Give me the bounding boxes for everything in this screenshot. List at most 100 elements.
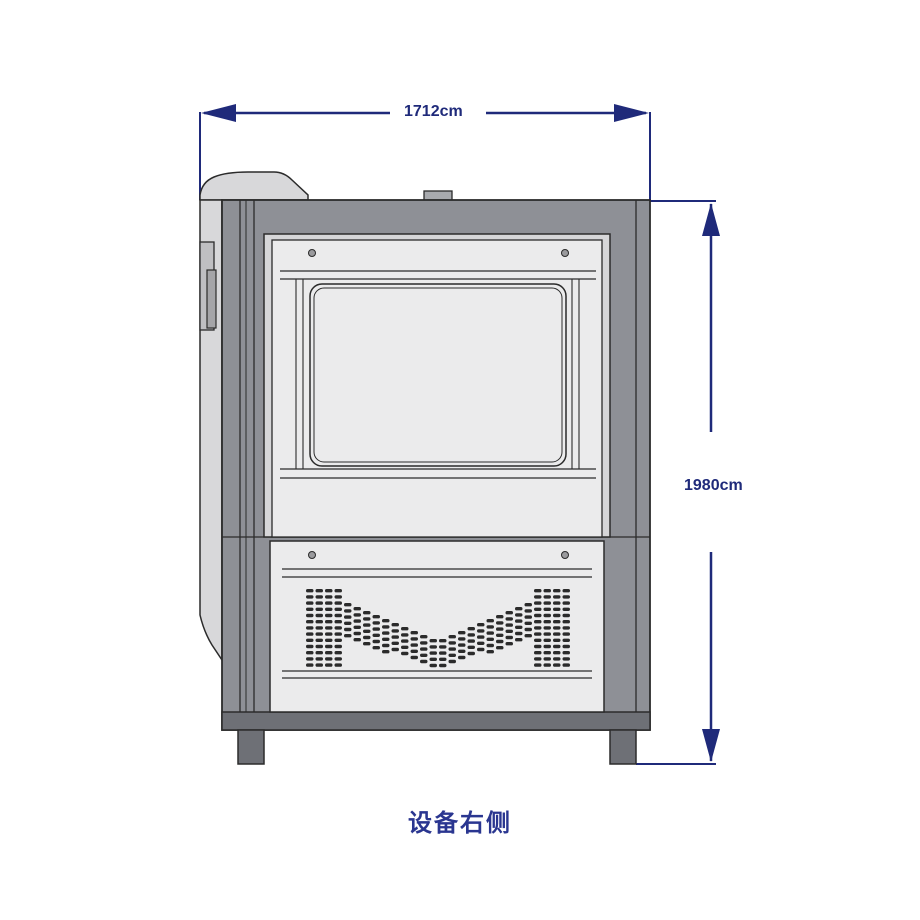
- vent-slot: [325, 607, 333, 611]
- vent-slot: [344, 603, 352, 607]
- screw-icon: [561, 249, 569, 257]
- vent-slot: [534, 601, 542, 605]
- upper-panel: [263, 233, 611, 538]
- vent-slot: [334, 613, 342, 618]
- vent-slot: [325, 626, 333, 630]
- vent-slot: [315, 638, 323, 642]
- vent-slot: [534, 589, 542, 593]
- vent-slot: [543, 595, 551, 599]
- vent-slot: [553, 644, 561, 649]
- vent-slot: [363, 611, 371, 615]
- vent-slot: [486, 637, 494, 641]
- vent-slot: [306, 644, 314, 649]
- cabinet-feet: [237, 729, 637, 765]
- vent-slot: [543, 601, 551, 605]
- vent-slot: [306, 607, 314, 611]
- vent-slot: [391, 623, 399, 627]
- vent-slot: [543, 663, 551, 667]
- vent-slot: [382, 625, 390, 629]
- vent-slot: [496, 633, 504, 637]
- vent-slot: [553, 595, 561, 599]
- vent-slot: [382, 650, 390, 654]
- vent-slot: [344, 609, 352, 613]
- vent-slot: [315, 601, 323, 605]
- vent-slot: [543, 626, 551, 630]
- vent-slot: [306, 638, 314, 642]
- height-dimension-label: 1980cm: [682, 473, 745, 499]
- vent-slot: [458, 643, 466, 647]
- vent-slot: [325, 632, 333, 636]
- vent-slot: [363, 617, 371, 621]
- vent-slot: [391, 641, 399, 645]
- vent-slot: [448, 635, 456, 639]
- vent-slot: [334, 638, 342, 642]
- vent-slot: [391, 647, 399, 652]
- vent-slot: [382, 643, 390, 648]
- vent-slot: [410, 649, 418, 653]
- vent-slot: [562, 626, 570, 630]
- vent-slot: [334, 657, 342, 661]
- vent-slot: [543, 644, 551, 649]
- vent-slot: [562, 657, 570, 661]
- vent-slot: [410, 631, 418, 635]
- vent-slot: [363, 642, 371, 646]
- vent-slot: [363, 623, 371, 627]
- vent-slot: [505, 611, 513, 615]
- vent-slot: [562, 638, 570, 642]
- vent-slot: [562, 595, 570, 599]
- vent-slot: [439, 657, 447, 661]
- vent-slot: [524, 621, 532, 625]
- vent-slot: [429, 645, 437, 649]
- vent-slot: [458, 631, 466, 635]
- vent-slot: [306, 595, 314, 599]
- side-bulge: [199, 171, 309, 663]
- vent-slot: [420, 635, 428, 639]
- vent-slot: [477, 641, 485, 645]
- vent-slot: [325, 589, 333, 593]
- vent-slot: [477, 623, 485, 627]
- vent-slot: [353, 613, 361, 617]
- vent-slot: [420, 647, 428, 651]
- vent-slot: [344, 627, 352, 632]
- vent-slot: [553, 620, 561, 624]
- vent-slot: [562, 613, 570, 618]
- vent-slot: [486, 625, 494, 629]
- vent-slot: [515, 607, 523, 611]
- vent-slot: [505, 623, 513, 627]
- vent-slot: [315, 632, 323, 636]
- vent-slot: [353, 619, 361, 623]
- vent-slot: [477, 629, 485, 633]
- vent-slot: [534, 613, 542, 618]
- vent-slot: [306, 663, 314, 667]
- vent-slot: [410, 655, 418, 660]
- vent-slot: [543, 620, 551, 624]
- foot-left: [237, 729, 265, 765]
- vent-slot: [562, 663, 570, 667]
- vent-slot: [562, 632, 570, 636]
- vent-slot: [325, 613, 333, 618]
- vent-slot: [515, 613, 523, 617]
- vent-slot: [553, 607, 561, 611]
- vent-slot: [505, 629, 513, 633]
- vent-slot: [524, 615, 532, 619]
- vent-slot: [562, 607, 570, 611]
- vent-slot: [562, 644, 570, 649]
- vent-slot: [458, 649, 466, 653]
- vent-slot: [458, 655, 466, 660]
- vent-slot: [515, 631, 523, 636]
- vent-slot: [553, 632, 561, 636]
- vent-slot: [372, 639, 380, 644]
- vent-slot: [401, 627, 409, 631]
- vent-slot: [486, 619, 494, 623]
- vent-slot: [306, 601, 314, 605]
- vent-slot: [344, 634, 352, 638]
- vent-slot: [505, 642, 513, 646]
- vent-slot: [553, 651, 561, 655]
- vent-slot: [543, 638, 551, 642]
- vent-slot: [420, 653, 428, 657]
- vent-slot: [562, 651, 570, 655]
- vent-slot: [401, 633, 409, 637]
- vent-slot: [543, 657, 551, 661]
- vent-slot: [391, 635, 399, 639]
- vent-slot: [448, 659, 456, 664]
